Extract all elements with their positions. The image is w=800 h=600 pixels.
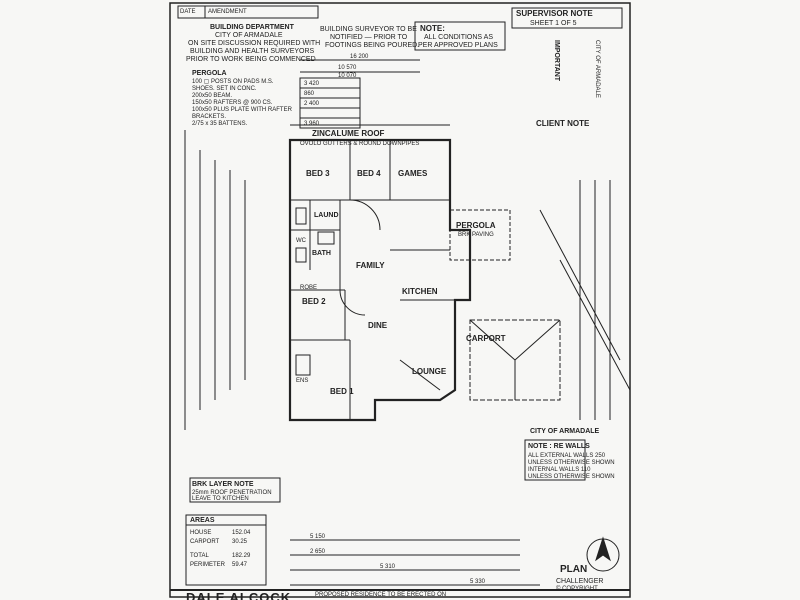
room-kitchen: KITCHEN bbox=[402, 287, 438, 296]
surveyor-note-line: FOOTINGS BEING POURED. bbox=[325, 42, 420, 49]
area-total-value: 182.29 bbox=[232, 553, 251, 559]
top-dimension: 10 070 bbox=[338, 73, 357, 79]
area-house-label: HOUSE bbox=[190, 530, 212, 536]
building-department-note: ON SITE DISCUSSION REQUIRED WITH bbox=[188, 40, 321, 47]
pergola-spec-line: BRACKETS. bbox=[192, 114, 227, 120]
room-robe: ROBE bbox=[300, 285, 318, 291]
room-dine: DINE bbox=[368, 321, 388, 330]
dimension-cell: 860 bbox=[304, 91, 315, 97]
proposed-residence-note: PROPOSED RESIDENCE TO BE ERECTED ON bbox=[315, 592, 447, 598]
area-carport-label: CARPORT bbox=[190, 539, 220, 545]
plan-label: PLAN bbox=[560, 564, 588, 575]
room-family: FAMILY bbox=[356, 261, 385, 270]
bottom-dimension: 2 650 bbox=[310, 549, 326, 555]
room-ensuite: ENS bbox=[296, 378, 309, 384]
building-department-city: CITY OF ARMADALE bbox=[215, 32, 283, 39]
pergola-paving: BRK PAVING bbox=[458, 232, 494, 238]
client-note-title: CLIENT NOTE bbox=[536, 119, 590, 128]
pergola-spec-line: 100x50 PLUS PLATE WITH RAFTER bbox=[192, 107, 292, 113]
area-perimeter-value: 59.47 bbox=[232, 562, 248, 568]
room-wc: WC bbox=[296, 238, 306, 244]
pergola-spec-title: PERGOLA bbox=[192, 70, 227, 77]
pergola-spec-line: 200x50 BEAM. bbox=[192, 93, 233, 99]
pergola-spec-line: 2/75 x 35 BATTENS. bbox=[192, 121, 248, 127]
bottom-dimension: 5 330 bbox=[470, 579, 486, 585]
room-bed2: BED 2 bbox=[302, 297, 326, 306]
room-bed4: BED 4 bbox=[357, 169, 381, 178]
roof-sub-label: OVOLO GUTTERS & ROUND DOWNPIPES bbox=[300, 141, 420, 147]
bottom-dimension: 5 310 bbox=[380, 564, 396, 570]
building-department-note: BUILDING AND HEALTH SURVEYORS bbox=[190, 48, 315, 55]
top-dimension: 10 570 bbox=[338, 65, 357, 71]
bottom-dimension: 5 150 bbox=[310, 534, 326, 540]
model-name: CHALLENGER bbox=[556, 578, 604, 585]
room-bath: BATH bbox=[312, 250, 331, 257]
surveyor-note-line: NOTIFIED — PRIOR TO bbox=[330, 34, 408, 41]
brick-layer-note-line: LEAVE TO KITCHEN bbox=[192, 496, 249, 502]
pergola-spec-line: SHOES. SET IN CONC. bbox=[192, 86, 257, 92]
walls-note-title: NOTE : RE WALLS bbox=[528, 443, 590, 450]
sheet-number: SHEET 1 OF 5 bbox=[530, 20, 577, 27]
supervisor-note-title: SUPERVISOR NOTE bbox=[516, 9, 593, 18]
conditions-note-title: NOTE: bbox=[420, 24, 445, 33]
walls-note-line: INTERNAL WALLS 110 bbox=[528, 467, 591, 473]
roof-label: ZINCALUME ROOF bbox=[312, 129, 385, 138]
top-dimension: 16 200 bbox=[350, 54, 369, 60]
brick-layer-note-line: 25mm ROOF PENETRATION bbox=[192, 490, 272, 496]
brick-layer-note-title: BRK LAYER NOTE bbox=[192, 481, 254, 488]
areas-title: AREAS bbox=[190, 517, 215, 524]
building-department-line: BUILDING DEPARTMENT bbox=[210, 24, 294, 31]
area-perimeter-label: PERIMETER bbox=[190, 562, 226, 568]
room-pergola: PERGOLA bbox=[456, 221, 496, 230]
important-note: IMPORTANT bbox=[553, 40, 560, 82]
room-bed3: BED 3 bbox=[306, 169, 330, 178]
dimension-cell: 2 400 bbox=[304, 101, 320, 107]
walls-note-line: UNLESS OTHERWISE SHOWN bbox=[528, 474, 615, 480]
dimension-cell: 3 420 bbox=[304, 81, 320, 87]
city-note-title: CITY OF ARMADALE bbox=[530, 428, 600, 435]
supervisor-city: CITY OF ARMADALE bbox=[594, 40, 600, 98]
surveyor-note-line: BUILDING SURVEYOR TO BE bbox=[320, 26, 417, 33]
area-total-label: TOTAL bbox=[190, 553, 209, 559]
conditions-note-line: ALL CONDITIONS AS bbox=[424, 34, 493, 41]
pergola-spec-line: 100 ▢ POSTS ON PADS M.S. bbox=[192, 79, 274, 85]
room-laundry: LAUND bbox=[314, 212, 339, 219]
brand-logo: DALE ALCOCK bbox=[186, 590, 292, 600]
pergola-spec-line: 150x50 RAFTERS @ 900 CS. bbox=[192, 100, 273, 106]
room-games: GAMES bbox=[398, 169, 428, 178]
date-label: DATE bbox=[180, 9, 196, 15]
conditions-note-line: PER APPROVED PLANS bbox=[418, 42, 498, 49]
room-lounge: LOUNGE bbox=[412, 367, 447, 376]
dimension-cell: 3 960 bbox=[304, 121, 320, 127]
area-house-value: 152.04 bbox=[232, 530, 251, 536]
area-carport-value: 30.25 bbox=[232, 539, 248, 545]
walls-note-line: ALL EXTERNAL WALLS 250 bbox=[528, 453, 606, 459]
walls-note-line: UNLESS OTHERWISE SHOWN bbox=[528, 460, 615, 466]
room-bed1: BED 1 bbox=[330, 387, 354, 396]
amendment-label: AMENDMENT bbox=[208, 9, 247, 15]
copyright: © COPYRIGHT bbox=[556, 586, 598, 592]
building-department-note: PRIOR TO WORK BEING COMMENCED bbox=[186, 56, 316, 63]
room-carport: CARPORT bbox=[466, 334, 506, 343]
